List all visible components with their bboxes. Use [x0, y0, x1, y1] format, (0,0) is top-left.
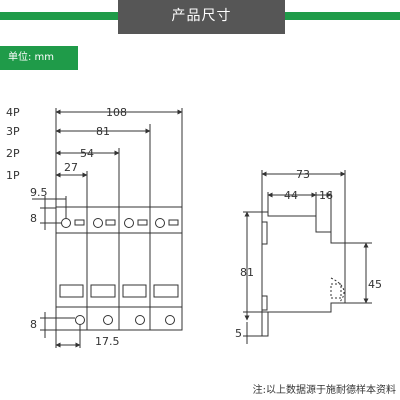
pole-label-1p: 1P — [6, 169, 20, 182]
dim-text-bottom-8: 8 — [30, 318, 37, 331]
top-screw-2 — [93, 218, 103, 228]
section-header: 产品尺寸 — [0, 0, 400, 34]
rail-clip-top — [261, 221, 268, 245]
pole-label-3p: 3P — [6, 125, 20, 138]
bottom-screw-4 — [165, 315, 175, 325]
top-tab-4 — [168, 219, 179, 226]
pole-label-2p: 2P — [6, 147, 20, 160]
toggle-slot-3 — [122, 284, 147, 298]
dim-text-45: 45 — [368, 278, 382, 291]
toggle-slot-1 — [59, 284, 84, 298]
dim-text-44: 44 — [284, 189, 298, 202]
footer-note: 注:以上数据源于施耐德样本资料 — [252, 385, 396, 396]
top-screw-4 — [155, 218, 165, 228]
pole-label-4p: 4P — [6, 106, 20, 119]
dim-text-81: 81 — [240, 266, 254, 279]
dim-text-17-5: 17.5 — [95, 335, 120, 348]
dim-text-16: 16 — [319, 189, 333, 202]
top-screw-1 — [61, 218, 71, 228]
dim-text-top-8: 8 — [30, 212, 37, 225]
top-screw-3 — [124, 218, 134, 228]
dim-text-81: 81 — [96, 125, 110, 138]
dim-text-54: 54 — [80, 147, 94, 160]
toggle-slot-4 — [153, 284, 179, 298]
side-profile — [261, 211, 346, 337]
front-view — [32, 108, 183, 348]
side-view — [243, 170, 372, 344]
rail-clip-bottom — [261, 295, 268, 311]
bottom-screw-1 — [75, 315, 85, 325]
dim-text-108: 108 — [106, 106, 127, 119]
dim-text-27: 27 — [64, 161, 78, 174]
toggle-swing-arc — [330, 277, 345, 304]
header-title-plate: 产品尺寸 — [118, 0, 285, 34]
toggle-slot-2 — [90, 284, 116, 298]
dim-text-73: 73 — [296, 168, 310, 181]
dim-text-9-5: 9.5 — [30, 186, 48, 199]
bottom-screw-2 — [103, 315, 113, 325]
dim-text-5: 5 — [235, 327, 242, 340]
toggle-handle — [330, 283, 342, 299]
top-tab-1 — [74, 219, 85, 226]
page-title: 产品尺寸 — [171, 8, 232, 24]
top-tab-2 — [105, 219, 116, 226]
bottom-screw-3 — [135, 315, 145, 325]
unit-badge: 单位: mm — [0, 46, 78, 70]
top-tab-3 — [137, 219, 148, 226]
